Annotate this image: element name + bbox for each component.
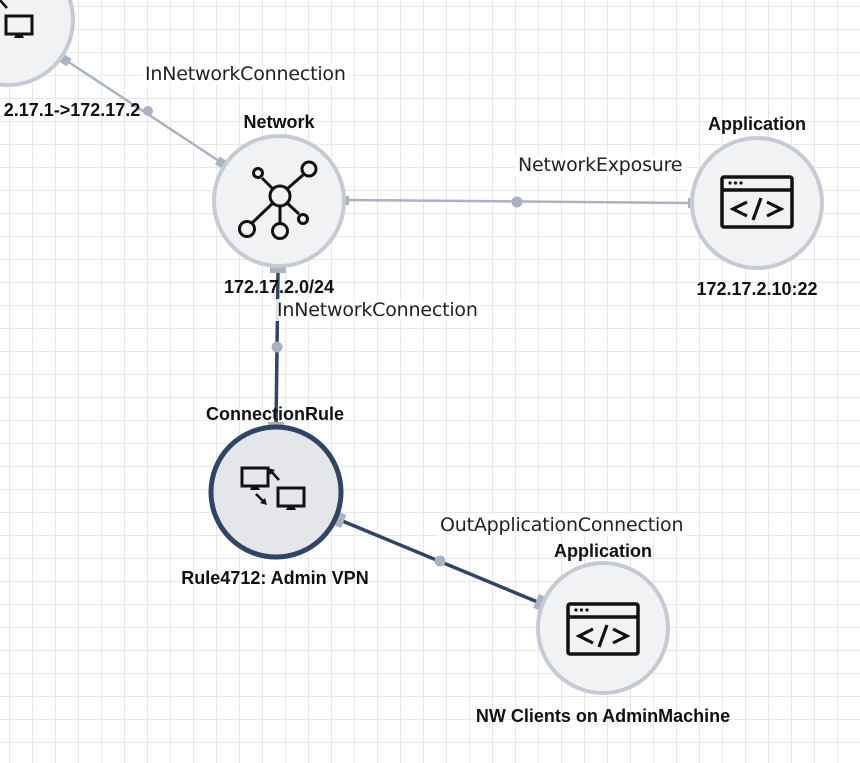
edge-network-exposure[interactable] — [344, 196, 693, 208]
node-type-label: ConnectionRule — [206, 404, 344, 424]
node-type-label: Application — [554, 541, 652, 561]
node-type-label: Network — [243, 112, 315, 132]
node-application-bottom[interactable] — [536, 561, 670, 695]
edge-midpoint-handle[interactable] — [271, 341, 283, 353]
edge-label: OutApplicationConnection — [437, 514, 687, 536]
node-network[interactable] — [212, 134, 346, 268]
network-hub-icon — [238, 160, 318, 240]
node-name-label: Rule4712: Admin VPN — [181, 568, 369, 588]
edge-midpoint-handle[interactable] — [143, 106, 153, 116]
node-connection-rule-selected[interactable] — [208, 424, 344, 560]
node-type-label: Application — [708, 114, 806, 134]
edge-label: InNetworkConnection — [142, 63, 349, 85]
edge-midpoint-handle[interactable] — [434, 555, 446, 567]
node-name-label: 172.17.2.10:22 — [696, 279, 818, 299]
edge-label: InNetworkConnection — [274, 299, 481, 321]
node-connection-rule-partial[interactable] — [0, 0, 75, 87]
edge-midpoint-handle[interactable] — [511, 196, 523, 208]
node-name-label: 2.17.1->172.17.2 — [3, 100, 141, 120]
edge-label: NetworkExposure — [515, 154, 686, 176]
edge-in-network-connection-top[interactable] — [59, 54, 227, 169]
node-name-label: NW Clients on AdminMachine — [475, 706, 731, 726]
node-name-label: 172.17.2.0/24 — [223, 277, 335, 297]
node-application-top[interactable] — [690, 136, 824, 270]
